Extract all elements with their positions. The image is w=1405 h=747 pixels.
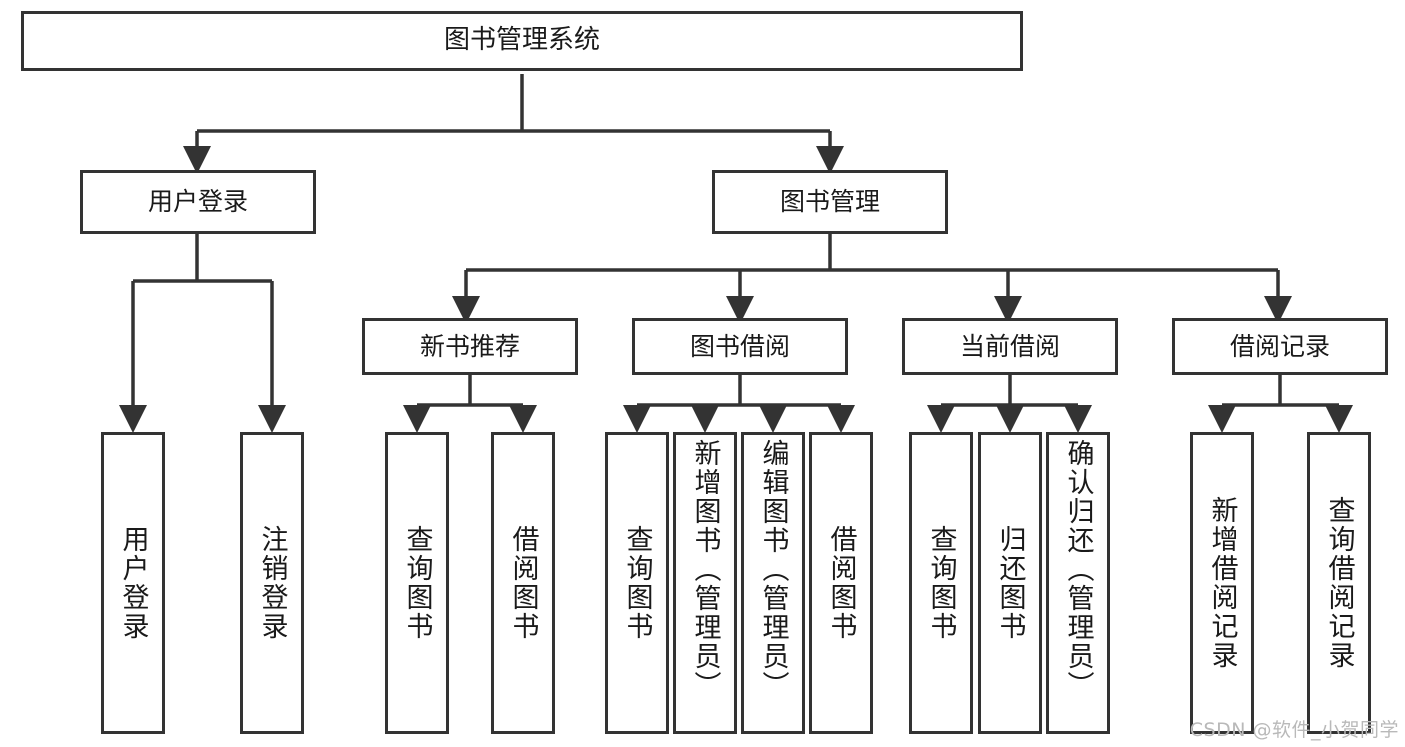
leaf-borrow-books-recommend[interactable]: 借阅图书 (491, 432, 555, 734)
node-book-borrow-label: 图书借阅 (689, 331, 790, 361)
leaf-query-borrow-record-label: 查询借阅记录 (1323, 496, 1355, 670)
leaf-confirm-return-admin[interactable]: 确认归还（管理员） (1046, 432, 1110, 734)
leaf-confirm-return-admin-label: 确认归还（管理员） (1062, 439, 1094, 700)
leaf-borrow-books[interactable]: 借阅图书 (809, 432, 873, 734)
node-new-book-recommend[interactable]: 新书推荐 (362, 318, 578, 375)
node-borrow-records[interactable]: 借阅记录 (1172, 318, 1388, 375)
leaf-user-login[interactable]: 用户登录 (101, 432, 165, 734)
node-current-borrow-label: 当前借阅 (959, 331, 1060, 361)
leaf-borrow-books-label: 借阅图书 (825, 525, 857, 641)
leaf-user-login-label: 用户登录 (117, 525, 149, 641)
leaf-query-books-current[interactable]: 查询图书 (909, 432, 973, 734)
leaf-edit-book-admin[interactable]: 编辑图书（管理员） (741, 432, 805, 734)
node-user-login[interactable]: 用户登录 (80, 170, 316, 234)
node-book-borrow[interactable]: 图书借阅 (632, 318, 848, 375)
leaf-add-book-admin-label: 新增图书（管理员） (689, 439, 721, 700)
leaf-query-borrow-record[interactable]: 查询借阅记录 (1307, 432, 1371, 734)
node-new-book-recommend-label: 新书推荐 (419, 331, 520, 361)
leaf-query-books-borrow-label: 查询图书 (621, 525, 653, 641)
node-current-borrow[interactable]: 当前借阅 (902, 318, 1118, 375)
node-root-label: 图书管理系统 (443, 25, 600, 56)
leaf-borrow-books-recommend-label: 借阅图书 (507, 525, 539, 641)
leaf-logout[interactable]: 注销登录 (240, 432, 304, 734)
leaf-logout-label: 注销登录 (256, 525, 288, 641)
leaf-add-book-admin[interactable]: 新增图书（管理员） (673, 432, 737, 734)
leaf-add-borrow-record[interactable]: 新增借阅记录 (1190, 432, 1254, 734)
leaf-query-books-current-label: 查询图书 (925, 525, 957, 641)
leaf-add-borrow-record-label: 新增借阅记录 (1206, 496, 1238, 670)
node-book-management[interactable]: 图书管理 (712, 170, 948, 234)
leaf-query-books-borrow[interactable]: 查询图书 (605, 432, 669, 734)
watermark: CSDN @软件_小贺同学 (1189, 719, 1399, 741)
node-borrow-records-label: 借阅记录 (1229, 331, 1330, 361)
node-root[interactable]: 图书管理系统 (21, 11, 1023, 71)
leaf-query-books-recommend-label: 查询图书 (401, 525, 433, 641)
node-user-login-label: 用户登录 (147, 187, 248, 216)
leaf-return-books-label: 归还图书 (994, 525, 1026, 641)
leaf-query-books-recommend[interactable]: 查询图书 (385, 432, 449, 734)
node-book-management-label: 图书管理 (779, 187, 880, 216)
leaf-edit-book-admin-label: 编辑图书（管理员） (757, 439, 789, 700)
leaf-return-books[interactable]: 归还图书 (978, 432, 1042, 734)
